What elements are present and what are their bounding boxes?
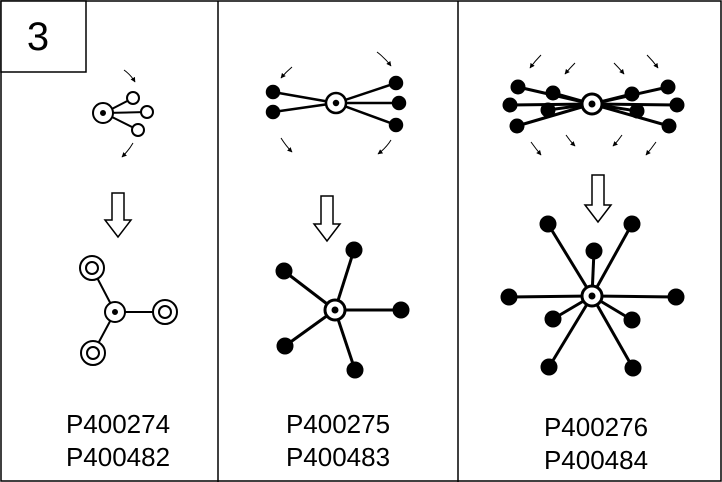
step-badge: 3 bbox=[0, 0, 87, 73]
down-arrow bbox=[583, 174, 613, 224]
folded-stand-3-arm bbox=[92, 91, 154, 137]
unfolded-stand-8-arm bbox=[500, 215, 685, 377]
part-number-2b: P400483 bbox=[286, 442, 390, 472]
part-number-1a: P400274 bbox=[66, 409, 170, 439]
panel-3: P400276 P400484 bbox=[500, 54, 685, 475]
rotation-arrows bbox=[529, 54, 659, 156]
down-arrow bbox=[103, 192, 133, 239]
panel-2: P400275 P400483 bbox=[265, 51, 410, 472]
rotation-arrows bbox=[280, 51, 392, 155]
part-number-3b: P400484 bbox=[544, 445, 648, 475]
part-number-1b: P400482 bbox=[66, 442, 170, 472]
unfolded-stand-6-arm bbox=[275, 241, 410, 379]
unfolded-stand-3-arm bbox=[79, 255, 178, 366]
folded-stand-8-arm bbox=[502, 79, 685, 134]
down-arrow bbox=[312, 195, 342, 243]
rotation-arrows bbox=[121, 69, 136, 158]
panel-1: P400274 P400482 bbox=[66, 69, 178, 472]
step-number: 3 bbox=[27, 15, 49, 59]
part-number-2a: P400275 bbox=[286, 409, 390, 439]
folded-stand-6-arm bbox=[265, 75, 407, 133]
part-number-3a: P400276 bbox=[544, 412, 648, 442]
